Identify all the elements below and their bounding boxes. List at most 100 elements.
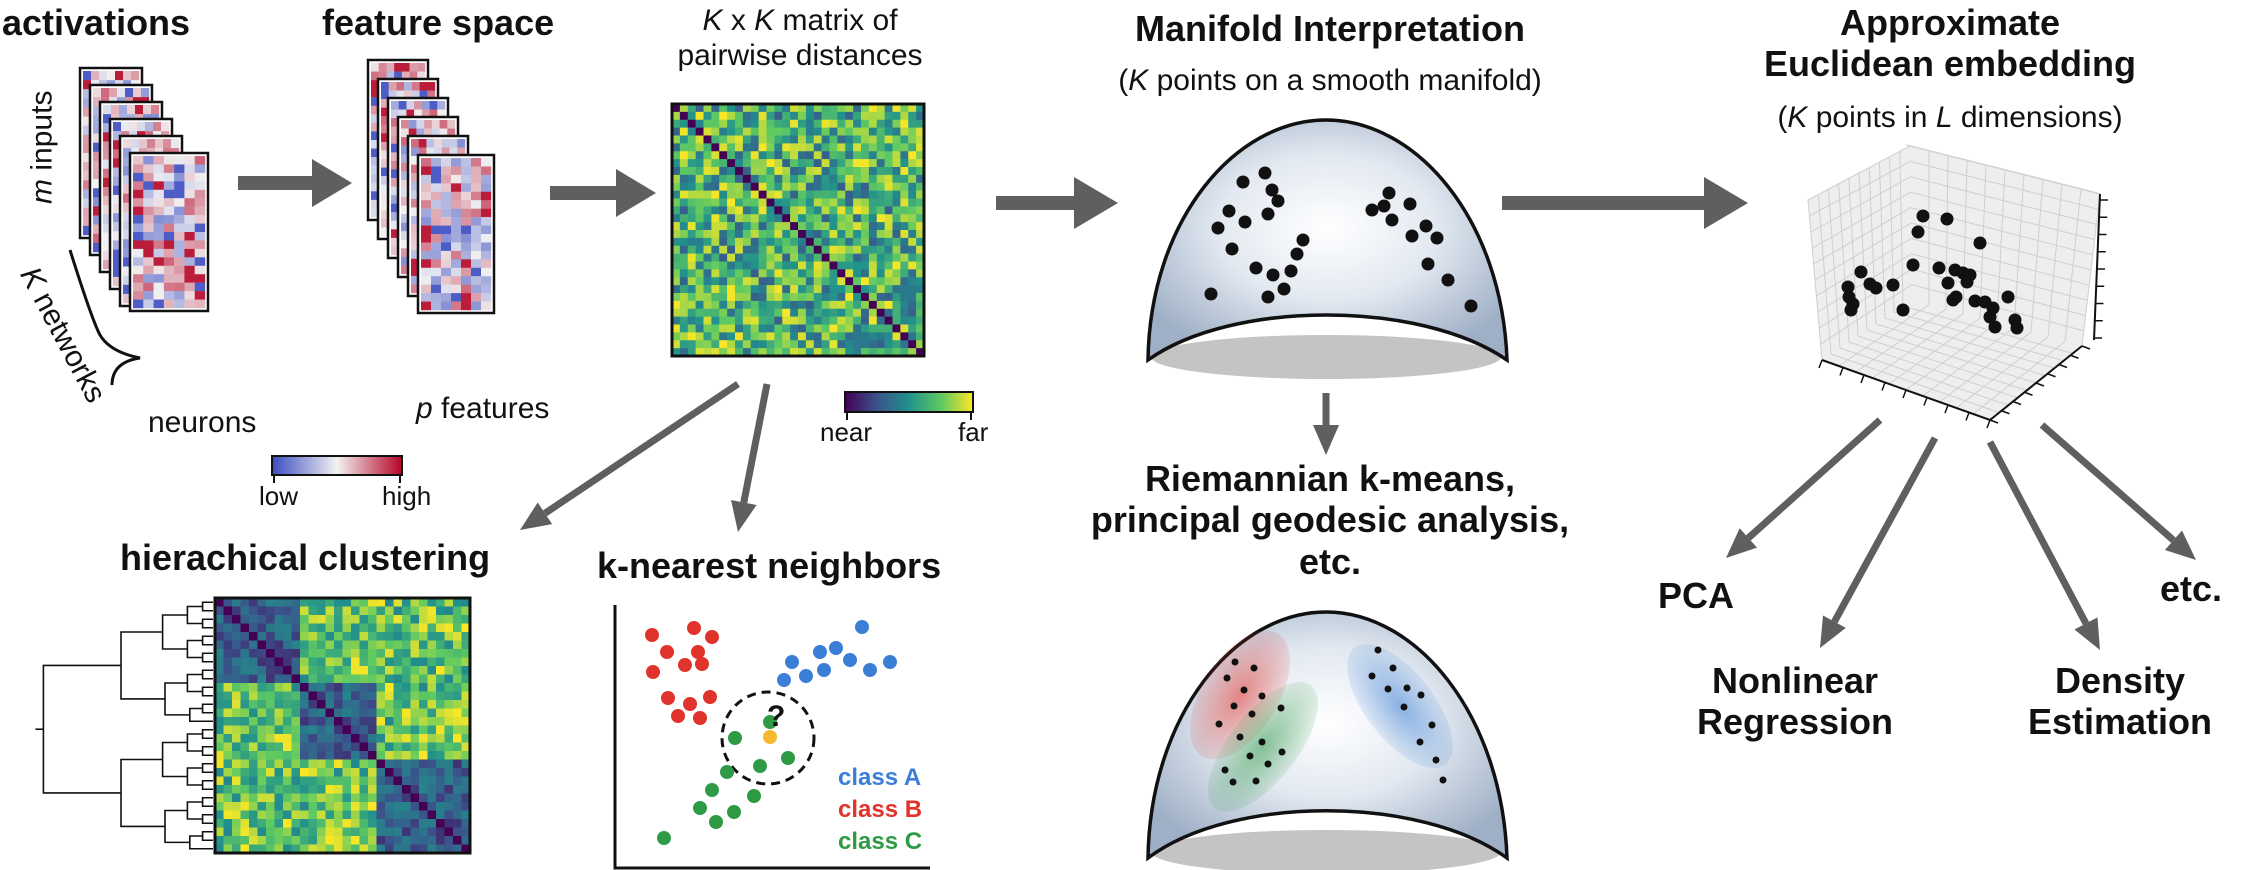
heading-distance-matrix: K x K matrix of pairwise distances	[677, 4, 923, 72]
colorbar-high-label: high	[382, 481, 432, 511]
class-c-point	[709, 815, 723, 829]
manifold-surface	[1146, 118, 1509, 379]
manifold-point	[1258, 692, 1266, 700]
manifold-point	[1278, 748, 1286, 756]
embedded-point	[1911, 225, 1925, 239]
manifold-point	[1389, 664, 1397, 672]
embedded-point	[1960, 275, 1974, 289]
manifold-point	[1374, 646, 1382, 654]
knn-neighborhood-circle	[720, 690, 816, 786]
manifold-point	[1236, 175, 1250, 189]
manifold-point	[1417, 691, 1425, 699]
arrow	[1986, 440, 2090, 626]
manifold-point	[1441, 273, 1455, 287]
arrow	[2039, 422, 2176, 543]
arrow	[1746, 417, 1883, 541]
class-a-point	[843, 653, 857, 667]
manifold-point	[1400, 703, 1408, 711]
manifold-point	[1265, 183, 1279, 197]
label-neurons: neurons	[148, 406, 257, 439]
embedded-point	[1841, 280, 1855, 294]
legend-class-c: class C	[838, 828, 923, 855]
class-c-point	[753, 759, 767, 773]
embedded-point	[1844, 303, 1858, 317]
class-b-point	[661, 691, 675, 705]
heading-manifold: Manifold Interpretation	[1135, 8, 1525, 49]
manifold-point	[1277, 704, 1285, 712]
class-b-point	[705, 630, 719, 644]
manifold-point	[1403, 684, 1411, 692]
distance-colorbar	[844, 391, 974, 420]
manifold-point	[1290, 247, 1304, 261]
manifold-point	[1230, 702, 1238, 710]
embedded-point	[1988, 320, 2002, 334]
cluster-red	[1190, 630, 1290, 760]
class-a-point	[817, 663, 831, 677]
manifold-point	[1204, 287, 1218, 301]
embedded-point	[1896, 303, 1910, 317]
manifold-point	[1252, 777, 1260, 785]
class-c-point	[720, 765, 734, 779]
class-b-point	[646, 665, 660, 679]
class-c-point	[747, 789, 761, 803]
heading-euclidean: Approximate Euclidean embedding	[1763, 2, 2137, 85]
manifold-point	[1240, 686, 1248, 694]
class-b-point	[703, 690, 717, 704]
manifold-point	[1405, 229, 1419, 243]
class-a-point	[799, 669, 813, 683]
manifold-point	[1464, 299, 1478, 313]
class-a-point	[813, 645, 827, 659]
class-b-point	[683, 697, 697, 711]
class-b-point	[671, 709, 685, 723]
cluster-green	[1208, 682, 1318, 812]
heading-feature-space: feature space	[322, 2, 555, 43]
class-c-point	[693, 801, 707, 815]
embedded-point	[1941, 276, 1955, 290]
activation-colorbar	[271, 455, 403, 483]
manifold-point	[1419, 219, 1433, 233]
arrow	[1831, 436, 1939, 624]
arrow	[542, 381, 740, 517]
class-b-point	[695, 657, 709, 671]
method-nonlinear-regression: Nonlinear Regression	[1696, 660, 1894, 743]
manifold-point	[1249, 261, 1263, 275]
heading-activations: activations	[2, 2, 191, 43]
manifold-point	[1236, 733, 1244, 741]
embedded-point	[1886, 278, 1900, 292]
class-a-point	[863, 663, 877, 677]
manifold-point	[1215, 720, 1223, 728]
heading-riemannian: Riemannian k-means, principal geodesic a…	[1090, 458, 1570, 582]
manifold-point	[1261, 290, 1275, 304]
flow-arrows	[238, 159, 2196, 650]
manifold-point	[1277, 282, 1291, 296]
activations-stack	[78, 66, 210, 313]
knn-query-label: ?	[767, 700, 786, 733]
class-c-point	[763, 715, 777, 729]
class-a-point	[883, 655, 897, 669]
method-pca: PCA	[1658, 575, 1735, 616]
embedded-point	[1946, 293, 1960, 307]
legend-class-b: class B	[838, 796, 923, 823]
manifold-point	[1258, 738, 1266, 746]
embedded-point	[1932, 261, 1946, 275]
embedded-point	[2001, 290, 2015, 304]
colorbar-near-label: near	[820, 417, 873, 447]
manifold-point	[1382, 186, 1396, 200]
manifold-point	[1222, 204, 1236, 218]
embedded-point	[1968, 294, 1982, 308]
method-etc: etc.	[2160, 568, 2223, 609]
manifold-clusters	[1146, 610, 1509, 870]
manifold-point	[1384, 685, 1392, 693]
embedded-point	[1854, 265, 1868, 279]
manifold-point	[1248, 710, 1256, 718]
dendrogram	[35, 601, 213, 850]
manifold-point	[1261, 207, 1275, 221]
embedded-point	[1906, 258, 1920, 272]
3d-embedding-plot	[1807, 144, 2108, 429]
class-c-point	[727, 805, 741, 819]
knn-plot	[613, 605, 930, 870]
colorbar-low-label: low	[259, 481, 299, 511]
class-a-point	[777, 673, 791, 687]
embedded-point	[1940, 212, 1954, 226]
